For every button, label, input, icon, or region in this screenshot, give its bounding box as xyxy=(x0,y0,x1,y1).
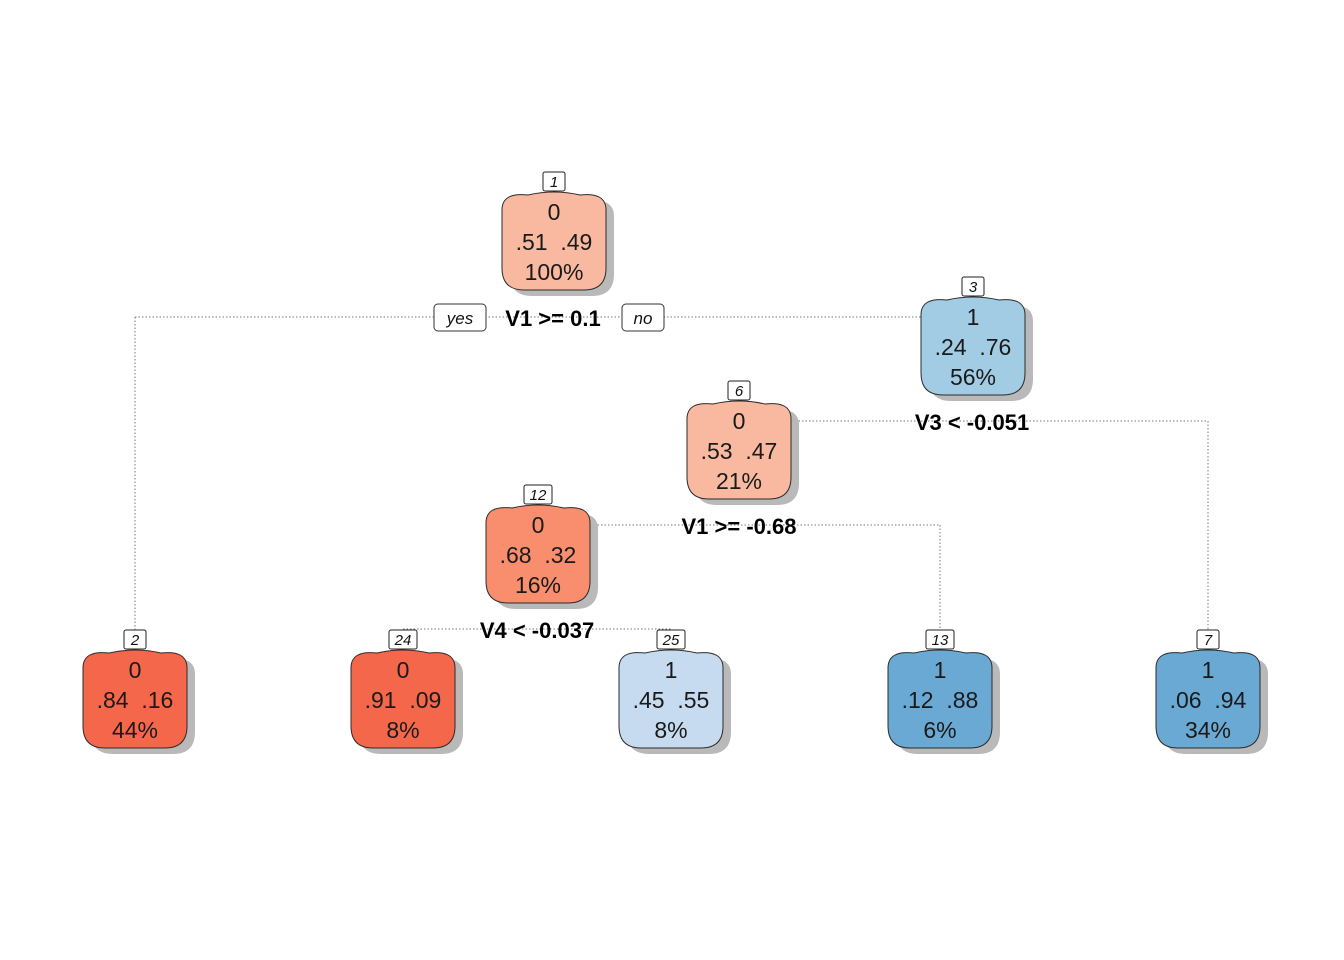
node-probabilities: .53 .47 xyxy=(701,438,778,464)
no-label: no xyxy=(621,303,665,332)
node-body xyxy=(485,504,591,604)
node-percent: 44% xyxy=(112,717,158,743)
node-id-box xyxy=(925,629,955,650)
node-percent: 100% xyxy=(525,259,584,285)
node-id-box xyxy=(656,629,686,650)
tree-node-13: 13 1 .12 .88 6% xyxy=(887,629,1000,754)
node-probabilities: .12 .88 xyxy=(902,687,979,713)
node-body xyxy=(618,649,724,749)
node-id-box xyxy=(1196,629,1220,650)
node-percent: 8% xyxy=(386,717,419,743)
node-id: 2 xyxy=(130,632,140,649)
node-class: 0 xyxy=(733,408,746,434)
no-label-text: no xyxy=(634,309,653,328)
node-class: 0 xyxy=(129,657,142,683)
node-id-box xyxy=(727,380,751,401)
tree-node-12: 12 0 .68 .32 16% xyxy=(485,484,598,609)
node-percent: 56% xyxy=(950,364,996,390)
node-class: 0 xyxy=(548,199,561,225)
node-id-box xyxy=(523,484,553,505)
node-body xyxy=(1155,649,1261,749)
node-class: 1 xyxy=(1202,657,1215,683)
split-label-node-1: V1 >= 0.1 xyxy=(505,306,600,331)
node-class: 1 xyxy=(967,304,980,330)
node-id: 1 xyxy=(550,174,558,191)
node-id: 3 xyxy=(969,279,978,296)
node-id-box xyxy=(388,629,418,650)
node-body xyxy=(887,649,993,749)
node-id-box xyxy=(961,276,985,297)
tree-node-6: 6 0 .53 .47 21% xyxy=(686,380,799,505)
node-percent: 21% xyxy=(716,468,762,494)
node-percent: 8% xyxy=(654,717,687,743)
node-probabilities: .24 .76 xyxy=(935,334,1012,360)
node-probabilities: .51 .49 xyxy=(516,229,593,255)
yes-label: yes xyxy=(433,303,487,332)
node-body xyxy=(920,296,1026,396)
tree-node-24: 24 0 .91 .09 8% xyxy=(350,629,463,754)
split-label-node-6: V1 >= -0.68 xyxy=(682,514,797,539)
node-percent: 34% xyxy=(1185,717,1231,743)
node-body xyxy=(82,649,188,749)
tree-node-7: 7 1 .06 .94 34% xyxy=(1155,629,1268,754)
node-id-box xyxy=(542,171,566,192)
node-id: 6 xyxy=(735,383,744,400)
node-body xyxy=(350,649,456,749)
node-id: 24 xyxy=(394,632,412,649)
node-probabilities: .45 .55 xyxy=(633,687,710,713)
node-class: 0 xyxy=(532,512,545,538)
node-body xyxy=(501,191,607,291)
tree-node-2: 2 0 .84 .16 44% xyxy=(82,629,195,754)
node-probabilities: .91 .09 xyxy=(365,687,442,713)
node-probabilities: .68 .32 xyxy=(500,542,577,568)
node-class: 1 xyxy=(934,657,947,683)
node-probabilities: .84 .16 xyxy=(97,687,174,713)
node-class: 1 xyxy=(665,657,678,683)
node-id: 13 xyxy=(932,632,949,649)
split-labels: V1 >= 0.1 V3 < -0.051 V1 >= -0.68 V4 < -0.0… xyxy=(480,306,1029,643)
node-id: 25 xyxy=(662,632,680,649)
node-body xyxy=(686,400,792,500)
split-label-node-3: V3 < -0.051 xyxy=(915,410,1029,435)
node-id: 7 xyxy=(1204,632,1213,649)
tree-edges xyxy=(134,297,1209,650)
tree-node-1: 1 0 .51 .49 100% xyxy=(501,171,614,296)
node-class: 0 xyxy=(397,657,410,683)
node-percent: 16% xyxy=(515,572,561,598)
node-probabilities: .06 .94 xyxy=(1170,687,1247,713)
yes-label-text: yes xyxy=(446,309,474,328)
node-id: 12 xyxy=(530,487,547,504)
node-percent: 6% xyxy=(923,717,956,743)
tree-node-25: 25 1 .45 .55 8% xyxy=(618,629,731,754)
split-label-node-12: V4 < -0.037 xyxy=(480,618,594,643)
tree-node-3: 3 1 .24 .76 56% xyxy=(920,276,1033,401)
node-id-box xyxy=(123,629,147,650)
